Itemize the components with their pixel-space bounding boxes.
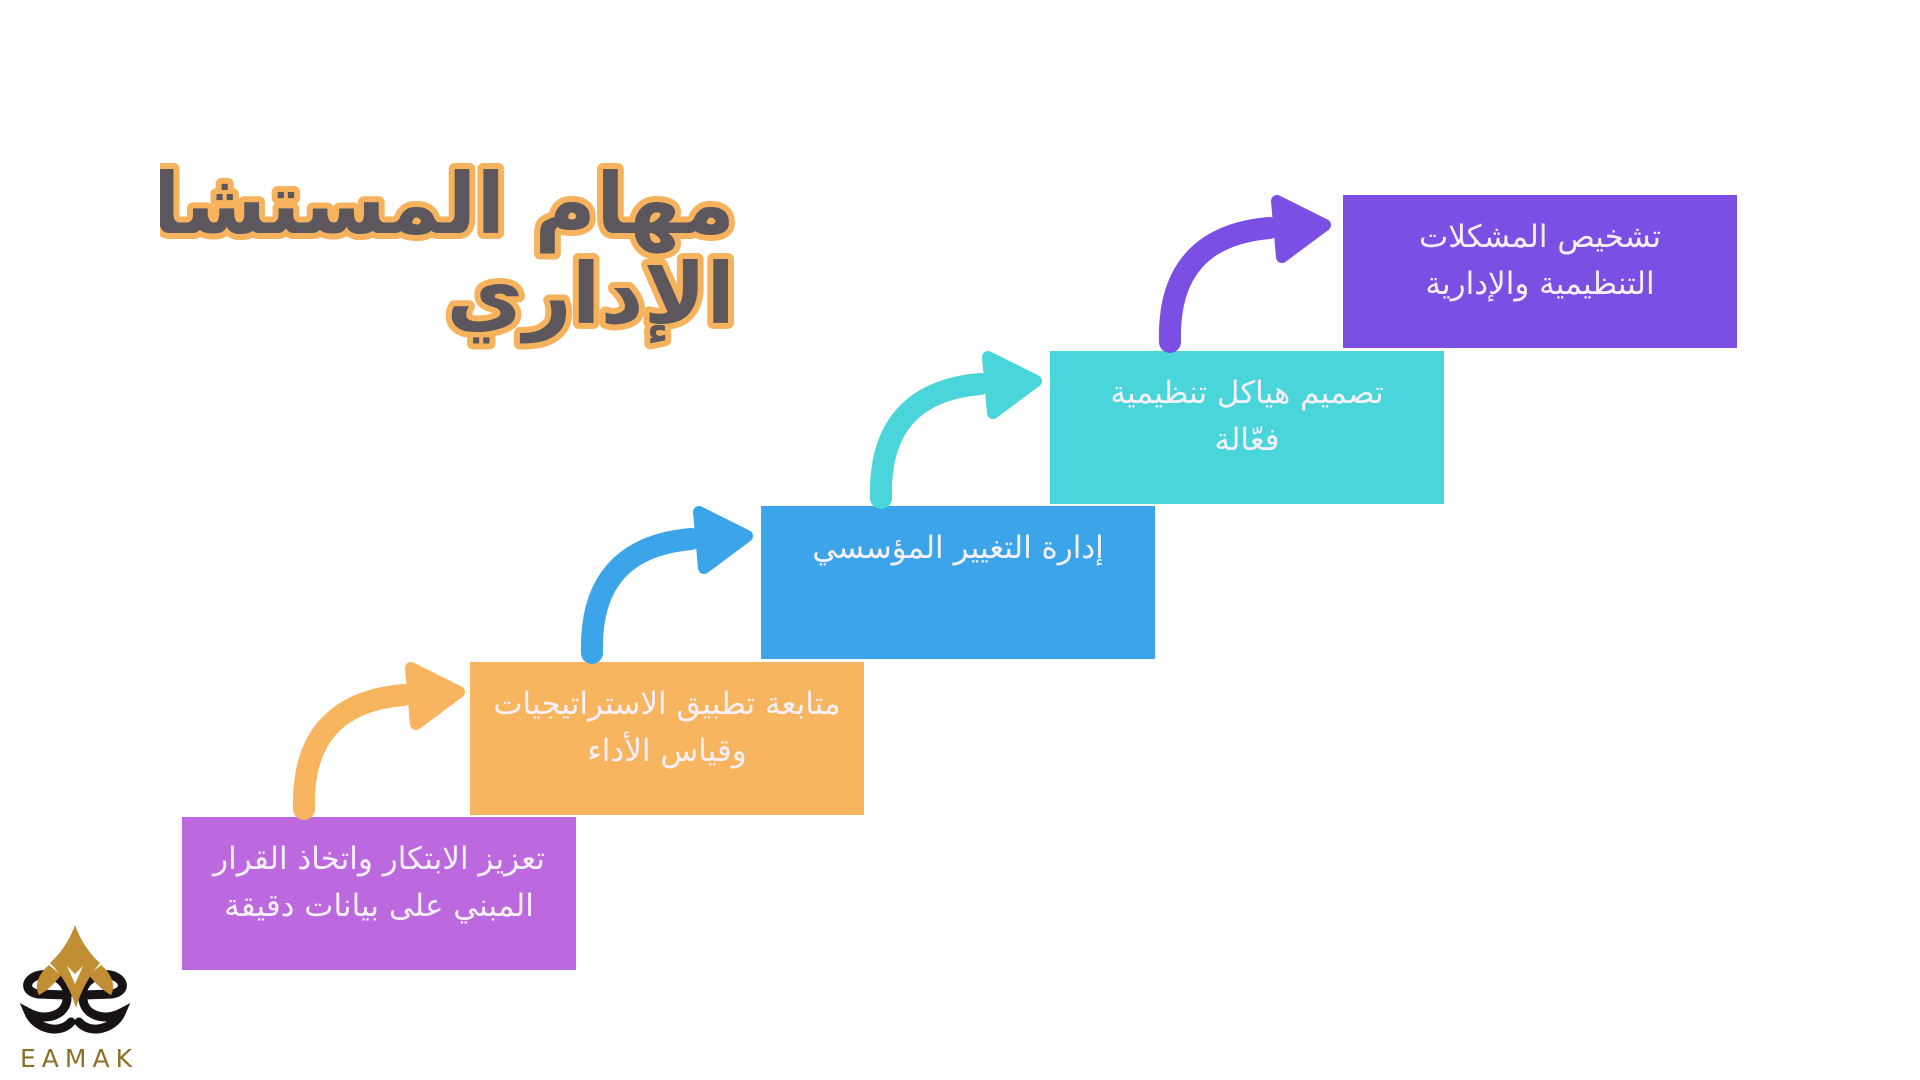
step-2-label: متابعة تطبيق الاستراتيجيات وقياس الأداء — [470, 662, 864, 775]
curved-arrow-to-step-2-icon — [292, 662, 465, 820]
step-2-label-line-2: وقياس الأداء — [587, 733, 747, 769]
arrow-4-curve — [1158, 217, 1280, 353]
step-1-label: تعزيز الابتكار واتخاذ القرار المبني على … — [182, 817, 576, 930]
emblem-gold-petal-left — [36, 965, 61, 995]
step-3-label-line-1: إدارة التغيير المؤسسي — [812, 530, 1104, 566]
arrow-1-head — [405, 662, 465, 730]
curved-arrow-to-step-4-icon — [869, 351, 1042, 509]
step-4-label-line-1: تصميم هياكل تنظيمية — [1110, 375, 1384, 411]
curved-arrow-to-step-3-icon — [580, 506, 753, 664]
eamak-wordmark: EAMAK — [20, 1044, 138, 1073]
emblem-black-swirl-left — [20, 970, 76, 1034]
step-2-label-line-1: متابعة تطبيق الاستراتيجيات — [493, 686, 841, 722]
arrow-3-head — [982, 351, 1042, 419]
arrow-3-curve — [869, 373, 991, 509]
step-5-label-line-2: التنظيمية والإدارية — [1425, 266, 1655, 302]
page-title-line-2: الإداري — [446, 245, 735, 344]
arrow-2-head — [693, 506, 753, 574]
step-box-3: إدارة التغيير المؤسسي — [761, 506, 1155, 659]
step-4-label-line-2: فعّالة — [1214, 422, 1280, 458]
eamak-emblem-icon — [20, 925, 131, 1034]
step-box-2: متابعة تطبيق الاستراتيجيات وقياس الأداء — [470, 662, 864, 815]
page-title: مهام المستشار الإداري — [160, 149, 741, 350]
step-1-label-line-2: المبني على بيانات دقيقة — [224, 888, 534, 924]
curved-arrow-to-step-5-icon — [1158, 195, 1331, 353]
arrow-4-head — [1271, 195, 1331, 263]
page-title-line-1: مهام المستشار — [160, 155, 735, 254]
step-5-label-line-1: تشخيص المشكلات — [1419, 219, 1661, 255]
arrow-2-curve — [580, 528, 702, 664]
step-box-5: تشخيص المشكلات التنظيمية والإدارية — [1343, 195, 1737, 348]
step-box-1: تعزيز الابتكار واتخاذ القرار المبني على … — [182, 817, 576, 970]
emblem-white-notch — [67, 966, 83, 984]
emblem-gold-kite — [50, 925, 100, 1008]
arrow-1-curve — [292, 684, 414, 820]
step-5-label: تشخيص المشكلات التنظيمية والإدارية — [1343, 195, 1737, 308]
step-3-label: إدارة التغيير المؤسسي — [761, 506, 1155, 572]
step-box-4: تصميم هياكل تنظيمية فعّالة — [1050, 351, 1444, 504]
step-4-label: تصميم هياكل تنظيمية فعّالة — [1050, 351, 1444, 464]
emblem-black-swirl-right — [74, 970, 131, 1034]
step-1-label-line-1: تعزيز الابتكار واتخاذ القرار — [213, 841, 545, 877]
emblem-gold-petal-right — [89, 965, 114, 995]
